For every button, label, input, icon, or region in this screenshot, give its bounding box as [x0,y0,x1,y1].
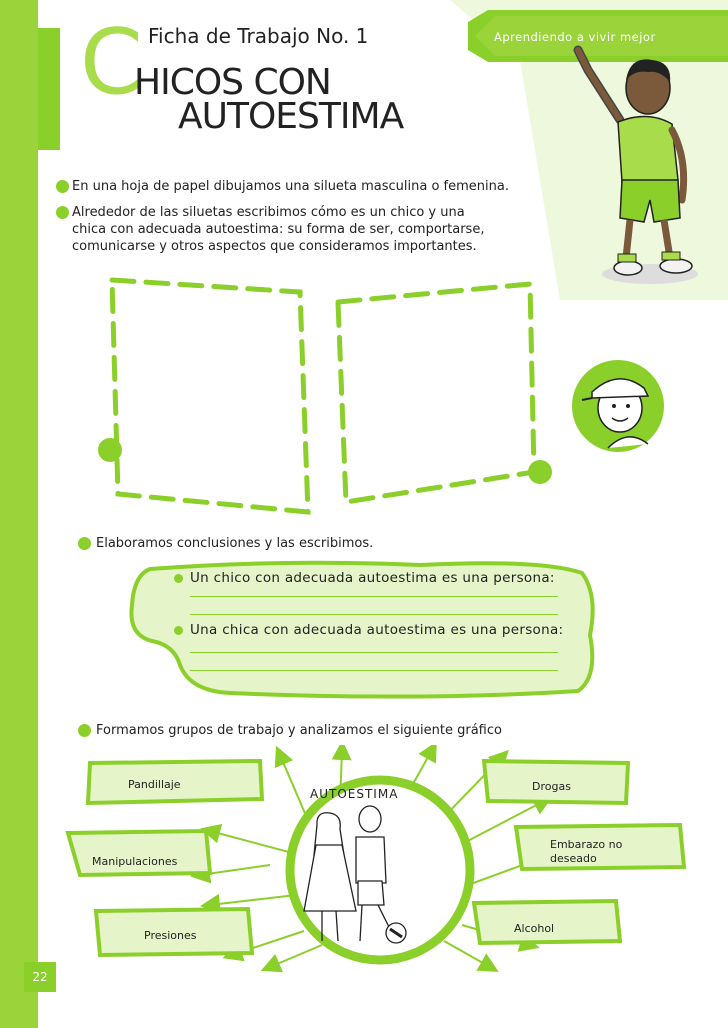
frame-right-dot [528,460,552,484]
boy-cap-illustration [572,360,664,452]
write-line [190,652,558,653]
diagram-center-label: AUTOESTIMA [310,787,399,801]
write-line [190,670,558,671]
label-drogas: Drogas [532,780,571,793]
boy-waving-illustration [573,45,698,284]
autoestima-diagram [65,745,687,973]
frame-left-dot [98,438,122,462]
label-alcohol: Alcohol [514,922,555,935]
bullet-icon [174,574,183,583]
bullet-icon [78,537,91,550]
title-initial: C [80,10,143,115]
write-line [190,596,558,597]
couple-illustration [303,805,407,944]
box-embarazo [513,822,687,872]
box-drogas [481,758,631,806]
instruction-2-line2: chica con adecuada autoestima: su forma … [72,222,485,237]
bullet-icon [78,724,91,737]
conclusion-item-boy: Un chico con adecuada autoestima es una … [190,570,555,586]
box-pandillaje [85,758,265,806]
page-title-line1: HICOS CON [134,62,332,103]
groups-intro: Formamos grupos de trabajo y analizamos … [96,723,502,738]
label-embarazo-line2: deseado [550,852,597,865]
bullet-icon [56,180,69,193]
label-presiones: Presiones [144,929,197,942]
instruction-2-line3: comunicarse y otros aspectos que conside… [72,239,477,254]
page-title-line2: AUTOESTIMA [178,96,404,137]
bullet-icon [174,626,183,635]
box-alcohol [471,898,623,946]
label-pandillaje: Pandillaje [128,778,181,791]
write-line [190,614,558,615]
conclusion-item-girl: Una chica con adecuada autoestima es una… [190,622,564,638]
instruction-1: En una hoja de papel dibujamos una silue… [72,179,509,194]
frame-right [335,281,537,505]
header-tagline: Aprendiendo a vivir mejor [494,30,656,44]
bullet-icon [56,206,69,219]
label-embarazo-line1: Embarazo no [550,838,623,851]
box-manipulaciones [65,828,213,878]
conclusions-intro: Elaboramos conclusiones y las escribimos… [96,536,374,551]
page-number: 22 [24,962,56,992]
frame-left [109,277,311,515]
instruction-2-line1: Alrededor de las siluetas escribimos cóm… [72,205,465,220]
drawing-frames [98,277,552,515]
ficha-title: Ficha de Trabajo No. 1 [148,24,369,48]
label-manipulaciones: Manipulaciones [92,855,178,868]
header-graphic [0,0,728,300]
box-presiones [93,906,255,958]
